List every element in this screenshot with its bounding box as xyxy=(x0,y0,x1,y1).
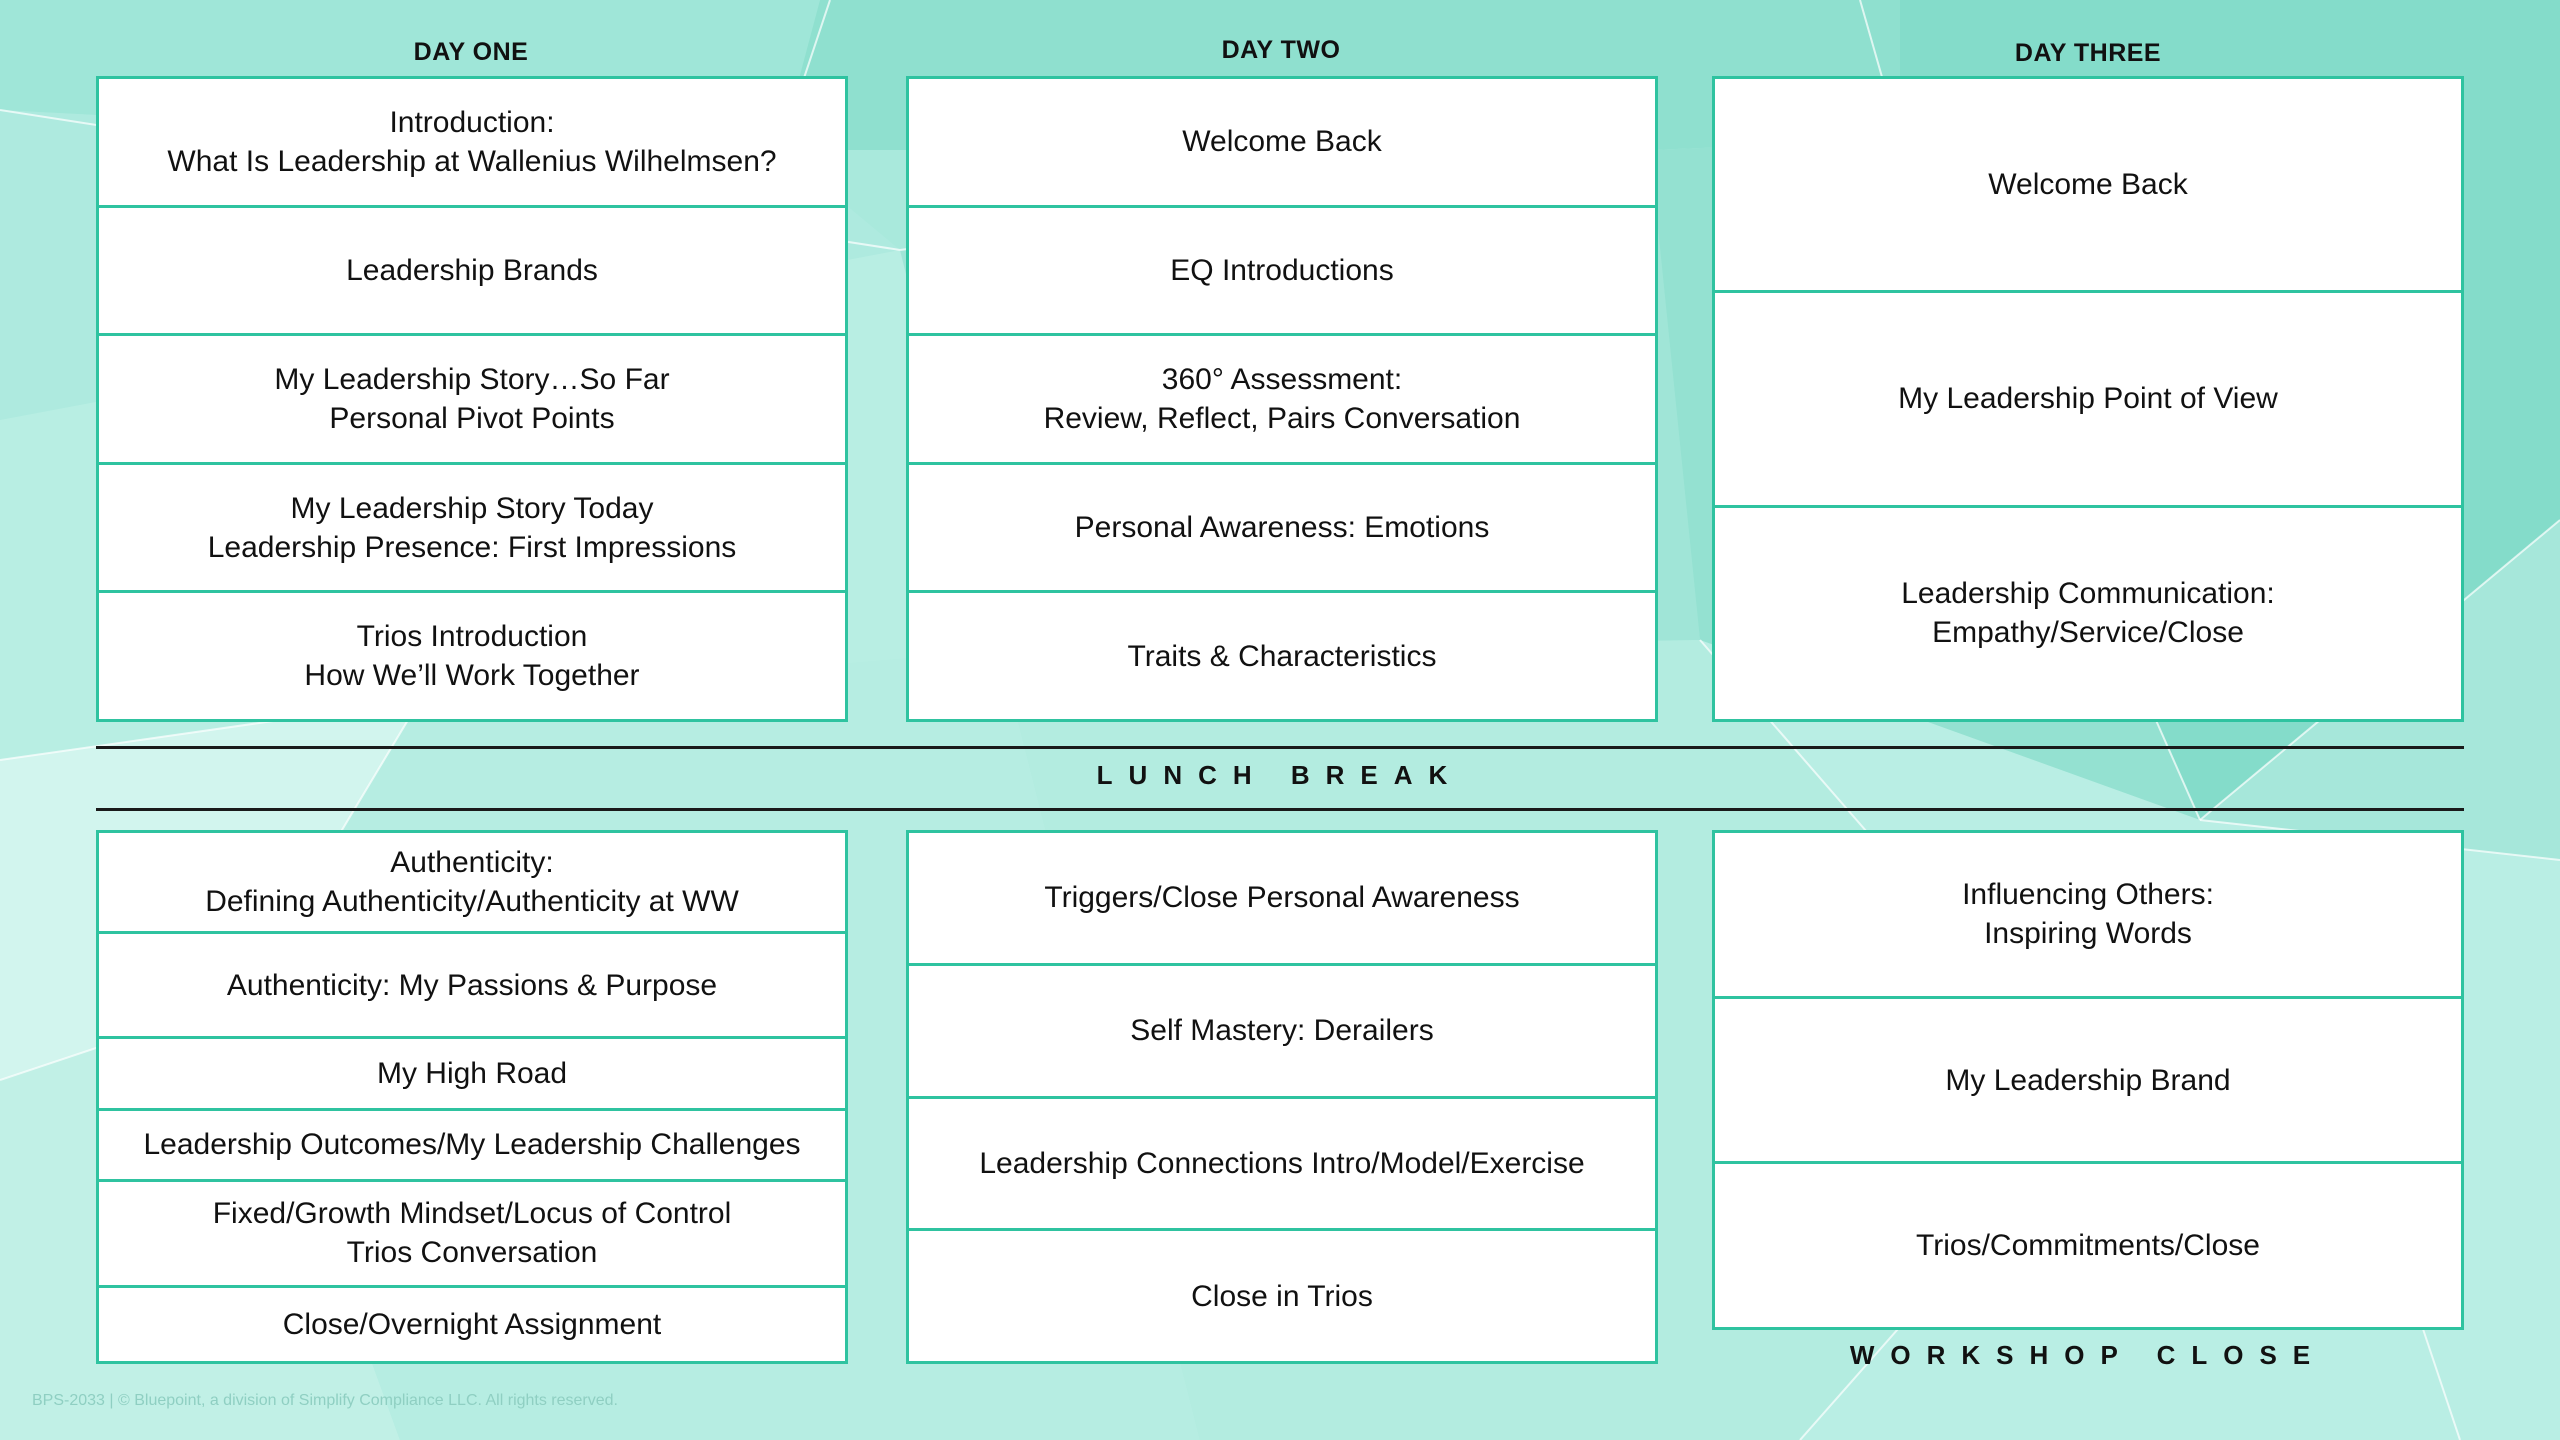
session-label: EQ Introductions xyxy=(1170,253,1394,287)
day-three-title: DAY THREE xyxy=(2014,39,2162,67)
day-three-afternoon-sessions: Influencing Others: Inspiring Words My L… xyxy=(1712,830,2464,1330)
session-cell: Leadership Outcomes/My Leadership Challe… xyxy=(99,1107,845,1179)
session-label: Close in Trios xyxy=(1191,1279,1373,1313)
session-cell: Influencing Others: Inspiring Words xyxy=(1715,833,2461,996)
session-cell: Personal Awareness: Emotions xyxy=(909,461,1655,591)
session-cell: Leadership Communication: Empathy/Servic… xyxy=(1715,504,2461,719)
session-label: My Leadership Point of View xyxy=(1898,382,2278,416)
session-label: My High Road xyxy=(376,1057,568,1091)
session-cell: Authenticity: Defining Authenticity/Auth… xyxy=(99,833,845,931)
session-cell: Self Mastery: Derailers xyxy=(909,962,1655,1096)
session-label: Fixed/Growth Mindset/Locus of Control Tr… xyxy=(212,1197,732,1270)
copyright-footer: BPS-2033 | © Bluepoint, a division of Si… xyxy=(32,1392,618,1409)
session-label: Influencing Others: Inspiring Words xyxy=(1962,878,2214,951)
session-cell: My Leadership Story Today Leadership Pre… xyxy=(99,461,845,591)
session-label: Personal Awareness: Emotions xyxy=(1074,511,1490,545)
session-cell: Trios/Commitments/Close xyxy=(1715,1161,2461,1327)
lunch-break-label: LUNCH BREAK xyxy=(1096,760,1464,790)
session-cell: Close/Overnight Assignment xyxy=(99,1284,845,1361)
session-cell: My Leadership Brand xyxy=(1715,995,2461,1162)
session-label: Leadership Outcomes/My Leadership Challe… xyxy=(143,1128,801,1162)
session-cell: Authenticity: My Passions & Purpose xyxy=(99,930,845,1037)
session-label: Trios/Commitments/Close xyxy=(1916,1229,2260,1263)
session-label: Authenticity: My Passions & Purpose xyxy=(226,968,718,1002)
session-cell: Trios Introduction How We’ll Work Togeth… xyxy=(99,590,845,719)
session-cell: 360° Assessment: Review, Reflect, Pairs … xyxy=(909,333,1655,462)
session-cell: Welcome Back xyxy=(1715,79,2461,290)
session-label: Welcome Back xyxy=(1988,168,2188,202)
session-cell: My Leadership Point of View xyxy=(1715,290,2461,504)
day-two-morning-sessions: Welcome Back EQ Introductions 360° Asses… xyxy=(906,76,1658,722)
day-one-title: DAY ONE xyxy=(413,38,529,66)
session-label: My Leadership Brand xyxy=(1945,1063,2231,1097)
session-cell: Introduction: What Is Leadership at Wall… xyxy=(99,79,845,205)
day-one-morning-sessions: Introduction: What Is Leadership at Wall… xyxy=(96,76,848,722)
session-label: Leadership Communication: Empathy/Servic… xyxy=(1901,577,2275,650)
session-label: Triggers/Close Personal Awareness xyxy=(1044,881,1520,915)
day-two-afternoon-sessions: Triggers/Close Personal Awareness Self M… xyxy=(906,830,1658,1364)
session-label: Close/Overnight Assignment xyxy=(282,1307,662,1341)
day-two-title: DAY TWO xyxy=(1221,36,1341,64)
session-label: Leadership Brands xyxy=(346,253,598,287)
session-label: Welcome Back xyxy=(1182,125,1382,159)
session-label: Leadership Connections Intro/Model/Exerc… xyxy=(979,1146,1585,1180)
lunch-top-rule xyxy=(96,746,2464,749)
session-label: Trios Introduction How We’ll Work Togeth… xyxy=(304,620,640,693)
session-label: My Leadership Story Today Leadership Pre… xyxy=(207,491,737,564)
session-cell: Triggers/Close Personal Awareness xyxy=(909,833,1655,963)
session-cell: My Leadership Story…So Far Personal Pivo… xyxy=(99,333,845,462)
session-label: 360° Assessment: Review, Reflect, Pairs … xyxy=(1043,362,1521,435)
session-label: My Leadership Story…So Far Personal Pivo… xyxy=(274,362,670,435)
session-label: Self Mastery: Derailers xyxy=(1130,1014,1434,1048)
workshop-close-label: WORKSHOP CLOSE xyxy=(1849,1340,2327,1370)
session-cell: My High Road xyxy=(99,1036,845,1107)
session-cell: Leadership Brands xyxy=(99,204,845,334)
session-cell: Close in Trios xyxy=(909,1228,1655,1361)
session-cell: Traits & Characteristics xyxy=(909,590,1655,719)
session-cell: EQ Introductions xyxy=(909,204,1655,334)
session-cell: Fixed/Growth Mindset/Locus of Control Tr… xyxy=(99,1179,845,1285)
day-one-afternoon-sessions: Authenticity: Defining Authenticity/Auth… xyxy=(96,830,848,1364)
day-three-morning-sessions: Welcome Back My Leadership Point of View… xyxy=(1712,76,2464,722)
lunch-bottom-rule xyxy=(96,808,2464,811)
session-cell: Welcome Back xyxy=(909,79,1655,205)
session-label: Authenticity: Defining Authenticity/Auth… xyxy=(205,845,739,918)
session-cell: Leadership Connections Intro/Model/Exerc… xyxy=(909,1095,1655,1229)
session-label: Introduction: What Is Leadership at Wall… xyxy=(167,105,777,178)
session-label: Traits & Characteristics xyxy=(1127,639,1437,673)
